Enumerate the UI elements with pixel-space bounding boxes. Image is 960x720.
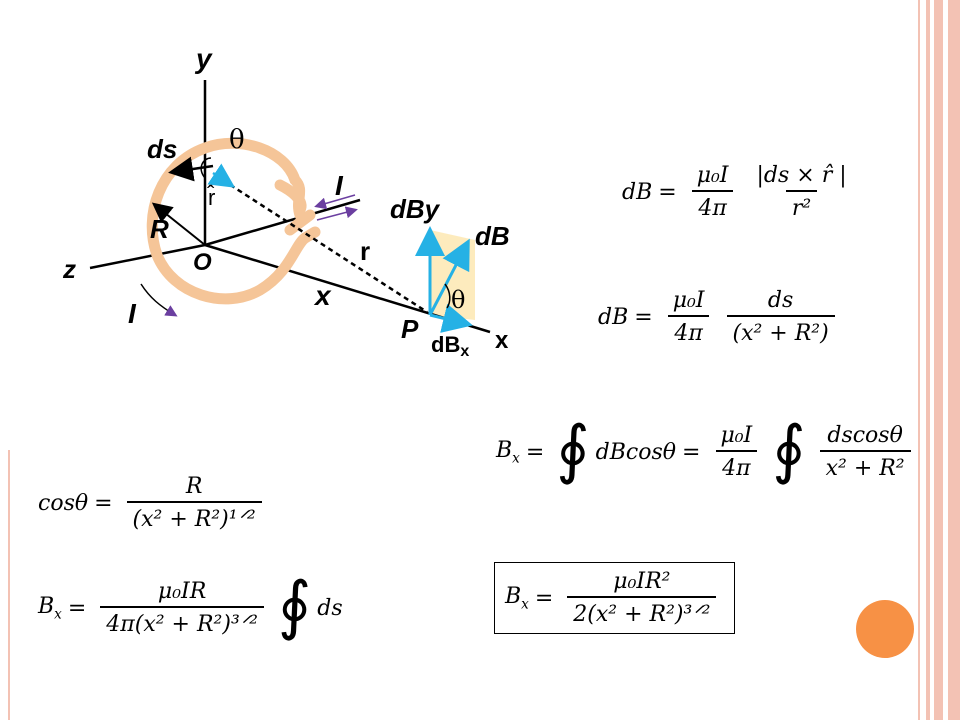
decor-orange-circle bbox=[856, 600, 914, 658]
eq6-frac: μ₀IR² 2(x² + R²)³ᐟ² bbox=[567, 569, 717, 627]
equation-cos-theta: cosθ = R (x² + R²)¹ᐟ² bbox=[38, 474, 270, 532]
eq4-den: (x² + R²)¹ᐟ² bbox=[126, 501, 262, 532]
x-distance-label: x bbox=[313, 280, 332, 311]
R-label: R bbox=[150, 214, 169, 244]
eq5-equals: = bbox=[67, 595, 87, 621]
eq6-lhs: Bx bbox=[505, 583, 529, 613]
lead-wire-line bbox=[204, 198, 361, 247]
eq2-equals: = bbox=[634, 304, 653, 330]
decor-stripe-3 bbox=[934, 0, 943, 720]
I-lead-label: I bbox=[335, 170, 344, 201]
contour-integral-icon: ∮ bbox=[556, 413, 590, 487]
decor-stripe-2 bbox=[926, 0, 930, 720]
eq2-frac1-num: μ₀I bbox=[672, 288, 705, 313]
eq6-equals: = bbox=[534, 585, 554, 611]
eq6-den: 2(x² + R²)³ᐟ² bbox=[567, 596, 717, 627]
I-loop-label: I bbox=[128, 298, 137, 329]
eq3-integrand: dBcosθ bbox=[595, 439, 676, 465]
eq2-frac1: μ₀I 4π bbox=[667, 288, 711, 346]
theta-arc-P bbox=[444, 283, 451, 309]
eq5-integrand: ds bbox=[317, 595, 343, 621]
R-vector bbox=[151, 202, 206, 246]
eq5-frac: μ₀IR 4π(x² + R²)³ᐟ² bbox=[100, 579, 264, 637]
y-axis-label: y bbox=[194, 43, 213, 74]
r-dashed-line bbox=[214, 173, 428, 314]
decor-left-line bbox=[8, 450, 10, 720]
dBx-label: dBx bbox=[431, 332, 469, 360]
eq5-den: 4π(x² + R²)³ᐟ² bbox=[100, 606, 264, 637]
equation-db-distance: dB = μ₀I 4π ds (x² + R²) bbox=[598, 288, 843, 346]
eq3-frac2-den: x² + R² bbox=[819, 450, 911, 481]
lead-current-arrow-2 bbox=[316, 206, 358, 221]
r-hat-vector bbox=[207, 163, 236, 188]
r-hat-label: r̂ bbox=[207, 185, 216, 210]
equation-bx-factored: Bx = μ₀IR 4π(x² + R²)³ᐟ² ∮ ds bbox=[38, 569, 343, 643]
eq3-frac1-num: μ₀I bbox=[720, 423, 753, 448]
eq4-equals: = bbox=[94, 490, 113, 516]
ds-vector bbox=[168, 156, 214, 182]
eq1-frac1-num: μ₀I bbox=[696, 163, 729, 188]
eq3-frac2-num: dscosθ bbox=[827, 423, 903, 448]
eq1-frac2-num: |ds × r̂ | bbox=[756, 163, 847, 188]
eq2-lhs: dB bbox=[598, 304, 629, 330]
eq3-frac1-den: 4π bbox=[716, 450, 757, 481]
lead-current-arrow-1 bbox=[314, 194, 356, 210]
eq3-lhs: Bx bbox=[496, 437, 520, 467]
contour-integral-icon: ∮ bbox=[772, 413, 806, 487]
eq2-frac2-den: (x² + R²) bbox=[726, 315, 835, 346]
theta-P-label: θ bbox=[451, 286, 465, 314]
z-axis-label: z bbox=[62, 254, 76, 284]
x-axis-label: x bbox=[495, 327, 509, 354]
origin-label: O bbox=[193, 249, 212, 276]
eq1-frac2-den: r² bbox=[785, 190, 818, 221]
eq2-frac2: ds (x² + R²) bbox=[726, 288, 835, 346]
theta-top-label: θ bbox=[229, 125, 245, 155]
loop-current-arrow bbox=[140, 283, 178, 317]
eq4-lhs: cosθ bbox=[38, 490, 89, 516]
dBy-label: dBy bbox=[390, 194, 441, 224]
theta-arc-top bbox=[200, 157, 212, 179]
eq1-frac1-den: 4π bbox=[692, 190, 733, 221]
r-label: r bbox=[360, 236, 370, 266]
eq5-num: μ₀IR bbox=[157, 579, 207, 604]
equation-bx-integral: Bx = ∮ dBcosθ = μ₀I 4π ∮ dscosθ x² + R² bbox=[496, 413, 919, 487]
eq3-equals-2: = bbox=[682, 439, 701, 465]
current-loop-diagram: y θ ds r̂ R z O I I r x P dBy dB θ dBx x bbox=[62, 43, 510, 360]
eq1-frac1: μ₀I 4π bbox=[691, 163, 735, 221]
eq4-num: R bbox=[185, 474, 203, 499]
contour-integral-icon: ∮ bbox=[277, 569, 312, 643]
dB-vector bbox=[428, 238, 470, 316]
eq1-lhs: dB bbox=[622, 179, 653, 205]
eq2-frac1-den: 4π bbox=[668, 315, 709, 346]
decor-stripe-1 bbox=[918, 0, 920, 720]
eq1-equals: = bbox=[658, 179, 677, 205]
eq3-equals: = bbox=[525, 439, 545, 465]
dBx-vector bbox=[429, 303, 473, 333]
P-label: P bbox=[401, 314, 419, 344]
z-axis-line bbox=[89, 243, 206, 270]
eq4-frac: R (x² + R²)¹ᐟ² bbox=[126, 474, 262, 532]
eq3-frac1: μ₀I 4π bbox=[714, 423, 758, 481]
decor-stripe-4 bbox=[948, 0, 960, 720]
dB-label: dB bbox=[475, 221, 510, 251]
ds-label: ds bbox=[147, 134, 177, 164]
eq5-lhs: Bx bbox=[38, 593, 62, 623]
eq1-frac2: |ds × r̂ | r² bbox=[751, 163, 853, 221]
current-loop-lead bbox=[284, 209, 316, 236]
current-loop-arc bbox=[274, 179, 307, 216]
equation-bx-result: Bx = μ₀IR² 2(x² + R²)³ᐟ² bbox=[494, 562, 736, 634]
equation-db-cross: dB = μ₀I 4π |ds × r̂ | r² bbox=[622, 163, 861, 221]
eq3-frac2: dscosθ x² + R² bbox=[819, 423, 911, 481]
eq6-num: μ₀IR² bbox=[613, 569, 671, 594]
eq2-frac2-num: ds bbox=[767, 288, 794, 313]
